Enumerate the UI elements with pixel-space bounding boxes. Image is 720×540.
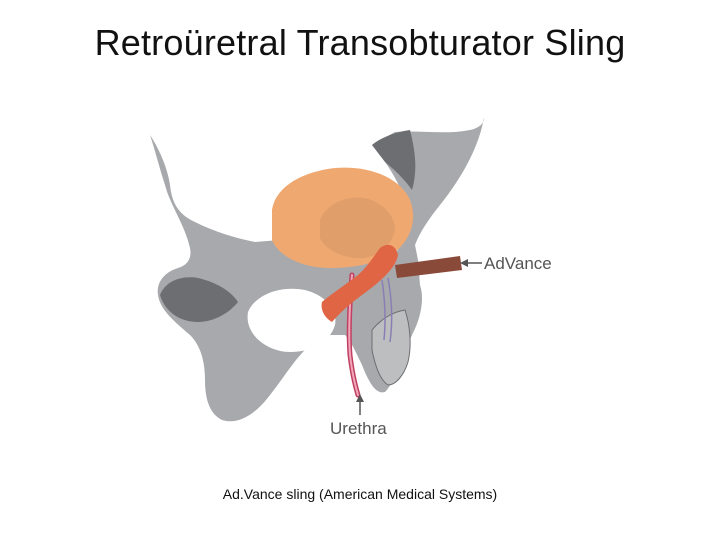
figure-caption: Ad.Vance sling (American Medical Systems…: [222, 486, 498, 502]
pubic-symphysis: [371, 309, 411, 386]
advance-label: AdVance: [484, 254, 552, 273]
acetabulum: [160, 277, 238, 322]
bone-shadow: [372, 130, 416, 190]
urethra-label: Urethra: [330, 419, 387, 438]
advance-arrowhead: [460, 259, 468, 267]
sling-strands: [381, 277, 393, 343]
obturator-foramen: [247, 288, 336, 352]
sling-arm: [395, 256, 462, 278]
slide-title: Retroüretral Transobturator Sling: [94, 22, 626, 63]
urethra-arrowhead: [356, 394, 364, 402]
sling: [321, 244, 398, 322]
bladder-inner: [320, 197, 395, 259]
